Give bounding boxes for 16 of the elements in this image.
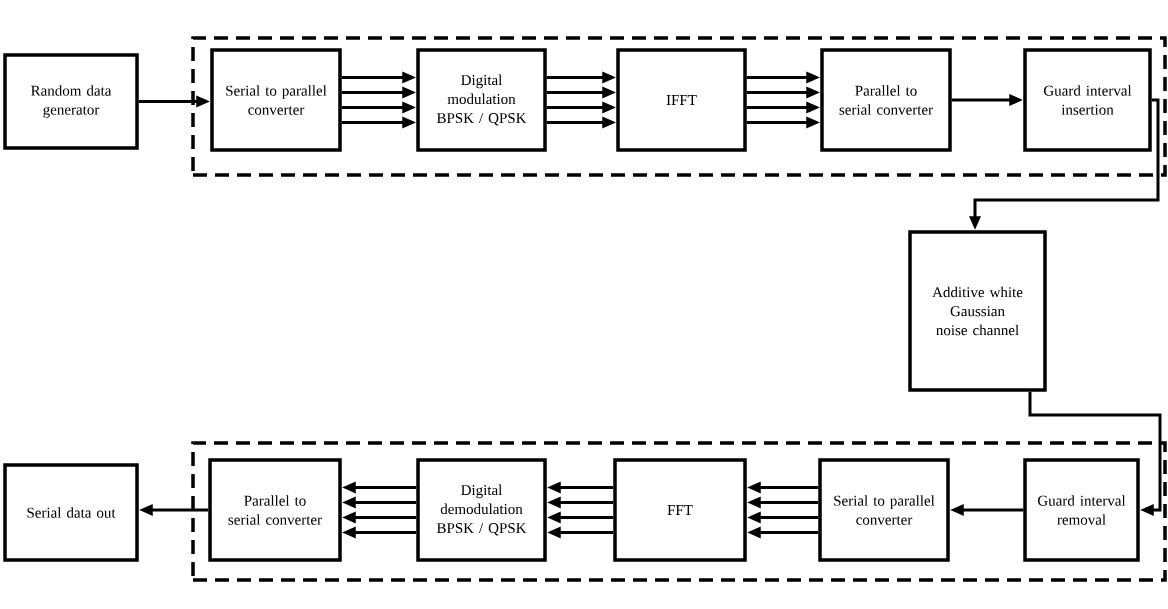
process-box: Guard interval insertion — [1023, 48, 1152, 152]
process-box: Digital demodulation BPSK / QPSK — [416, 458, 547, 562]
dashed-frame — [191, 441, 1167, 582]
process-box: Additive white Gaussian noise channel — [908, 230, 1047, 392]
process-box: Parallel to serial converter — [820, 48, 952, 152]
dashed-frame — [191, 36, 1167, 177]
process-box: FFT — [613, 458, 747, 562]
process-box: Random data generator — [3, 53, 139, 150]
process-box: IFFT — [616, 48, 747, 152]
arrow — [1028, 391, 1162, 516]
process-box: Serial to parallel converter — [210, 48, 342, 152]
process-box: Serial data out — [3, 463, 139, 562]
process-box: Digital modulation BPSK / QPSK — [416, 48, 547, 152]
process-box: Parallel to serial converter — [208, 458, 342, 562]
process-box: Guard interval removal — [1023, 458, 1140, 562]
process-box: Serial to parallel converter — [818, 458, 950, 562]
